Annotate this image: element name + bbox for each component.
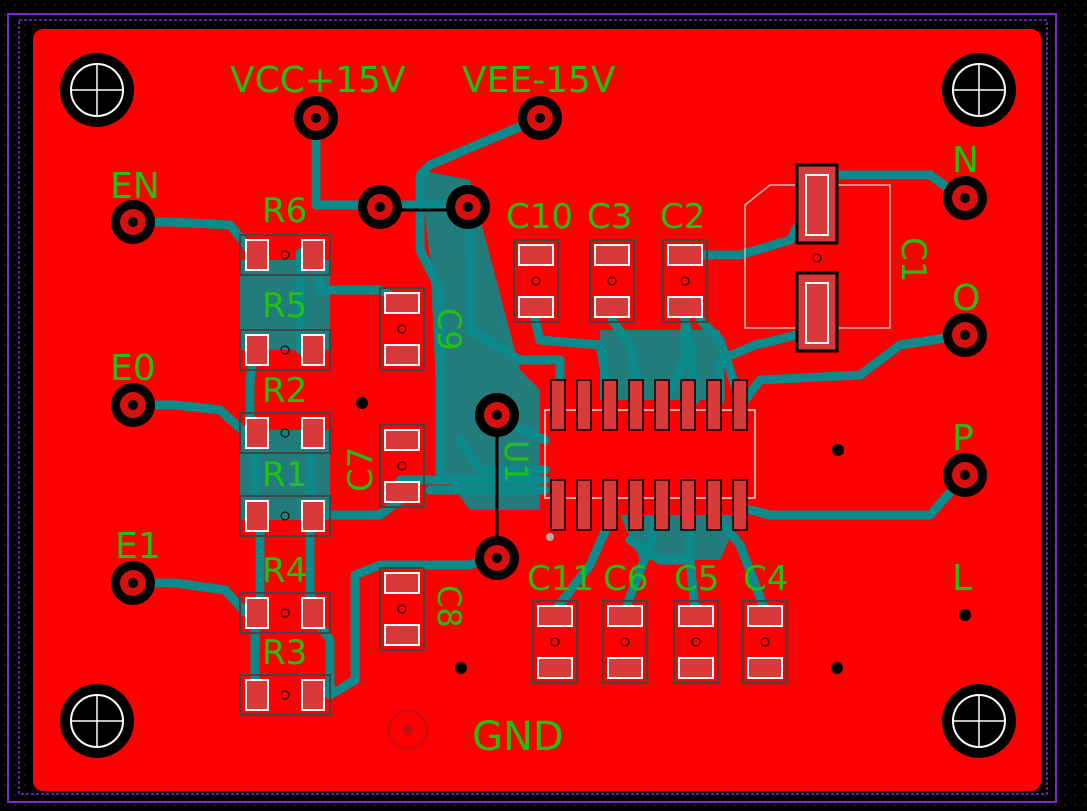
pad-gnd [388, 710, 428, 750]
resistor-r1 [239, 495, 331, 537]
via-icon [356, 397, 971, 674]
label-e0: E0 [110, 348, 156, 389]
pad-vee [518, 96, 562, 140]
label-vcc: VCC+15V [230, 60, 406, 101]
label-l: L [952, 558, 972, 599]
label-gnd: GND [472, 714, 564, 760]
label-r5: R5 [262, 286, 307, 326]
pad-c-right [446, 185, 490, 229]
capacitor-c11 [532, 600, 578, 684]
pad-e1 [111, 561, 155, 605]
pad-c-left [358, 185, 402, 229]
mounting-hole-icon [60, 684, 134, 758]
label-c8: C8 [430, 585, 468, 628]
capacitor-c7 [379, 424, 425, 508]
label-c5: C5 [674, 559, 719, 599]
resistors [239, 234, 331, 716]
label-c9: C9 [430, 308, 468, 351]
label-e1: E1 [115, 526, 161, 567]
mounting-hole-icon [60, 53, 134, 127]
label-r1: R1 [262, 455, 307, 495]
ic-u1 [544, 379, 756, 531]
silkscreen-labels: VCC+15V VEE-15V EN E0 E1 N O P L GND R6 … [110, 60, 980, 760]
resistor-r6 [239, 234, 331, 276]
mounting-hole-icon [942, 53, 1016, 127]
capacitor-c5 [673, 600, 719, 684]
label-c11: C11 [527, 559, 594, 599]
resistor-r2 [239, 412, 331, 454]
label-r2: R2 [262, 371, 307, 411]
label-en: EN [110, 166, 160, 207]
pad-vcc [294, 96, 338, 140]
capacitor-c8 [379, 567, 425, 651]
pad-en [111, 200, 155, 244]
label-c4: C4 [743, 559, 788, 599]
label-o: O [952, 278, 980, 319]
label-u1: U1 [497, 440, 535, 484]
capacitor-c9 [379, 287, 425, 371]
board-outline-inner [18, 19, 1048, 795]
label-r3: R3 [262, 633, 307, 673]
capacitors [379, 239, 788, 684]
resistor-r4 [239, 592, 331, 634]
label-n: N [952, 140, 979, 181]
capacitor-c2 [662, 239, 708, 323]
label-c2: C2 [660, 197, 705, 237]
label-c7: C7 [341, 447, 381, 492]
capacitor-c10 [513, 239, 559, 323]
label-c1: C1 [893, 237, 933, 282]
pad-u1-top [475, 393, 519, 437]
ic-pins-top [550, 379, 748, 431]
through-hole-pads [111, 96, 987, 750]
pad-u1-bottom [475, 536, 519, 580]
label-r6: R6 [262, 191, 307, 231]
resistor-r3 [239, 674, 331, 716]
label-c6: C6 [603, 559, 648, 599]
label-c10: C10 [506, 197, 573, 237]
label-r4: R4 [262, 551, 307, 591]
label-c3: C3 [587, 197, 632, 237]
capacitor-c6 [602, 600, 648, 684]
capacitor-c4 [742, 600, 788, 684]
mounting-hole-icon [942, 684, 1016, 758]
pad-p [943, 453, 987, 497]
capacitor-c1 [744, 163, 891, 353]
capacitor-c3 [589, 239, 635, 323]
pad-o [943, 313, 987, 357]
pad-e0 [111, 383, 155, 427]
board-outline-outer [7, 13, 1057, 803]
pad-n [943, 176, 987, 220]
label-p: P [952, 418, 974, 459]
ic-pins-bottom [550, 479, 748, 531]
label-vee: VEE-15V [462, 60, 616, 101]
resistor-r5 [239, 329, 331, 371]
